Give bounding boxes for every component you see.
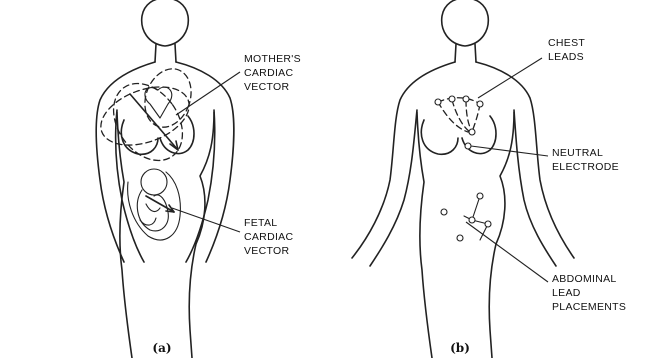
panel-b: CHEST LEADS NEUTRAL ELECTRODE ABDOMINAL …	[352, 0, 626, 358]
panel-a-caption: (a)	[152, 341, 171, 355]
mother-left-breast	[421, 120, 458, 154]
chest-leads-leader	[478, 58, 542, 98]
neutral-electrode-label-line: NEUTRAL	[552, 147, 603, 159]
mother-left-arm	[352, 62, 455, 266]
mother-right-arm	[176, 62, 234, 262]
mother-torso	[417, 112, 514, 358]
mother-heart	[145, 87, 172, 118]
fetal-vector-label-line: VECTOR	[244, 245, 289, 257]
mother-head	[142, 0, 189, 46]
chest-electrode	[449, 96, 455, 102]
fetus-limbs	[140, 204, 160, 225]
fetal-vector-leader	[172, 208, 240, 232]
abdominal-label-line: ABDOMINAL	[552, 273, 616, 285]
mother-vector-label: MOTHER'S CARDIAC VECTOR	[244, 53, 304, 93]
neutral-electrode-label: NEUTRAL ELECTRODE	[552, 147, 619, 173]
abdominal-label-line: LEAD	[552, 287, 581, 299]
chest-electrode	[463, 96, 469, 102]
fetal-vector-label-line: FETAL	[244, 217, 277, 229]
chest-lead-wires	[438, 98, 480, 132]
panel-a: MOTHER'S CARDIAC VECTOR FETAL CARDIAC VE…	[93, 0, 304, 358]
abdominal-electrode	[469, 217, 475, 223]
fetus-head	[141, 169, 167, 195]
chest-leads-label: CHEST LEADS	[548, 37, 588, 63]
chest-leads-label-line: LEADS	[548, 51, 584, 63]
abdominal-lead-wires	[464, 196, 488, 240]
mother-vector-label-line: CARDIAC	[244, 67, 293, 79]
neutral-electrode	[465, 143, 471, 149]
mother-vector-leader	[176, 72, 240, 115]
chest-leads-label-line: CHEST	[548, 37, 585, 49]
mother-vector-label-line: VECTOR	[244, 81, 289, 93]
chest-electrode	[435, 99, 441, 105]
abdominal-electrode	[457, 235, 463, 241]
mother-belly	[128, 172, 181, 240]
abdominal-electrode	[485, 221, 491, 227]
abdominal-electrode	[477, 193, 483, 199]
fetus-body	[137, 190, 168, 231]
mother-field-line	[137, 62, 199, 133]
fetal-vector-label-line: CARDIAC	[244, 231, 293, 243]
abdominal-label: ABDOMINAL LEAD PLACEMENTS	[552, 273, 626, 313]
neutral-electrode-label-line: ELECTRODE	[552, 161, 619, 173]
mother-left-breast	[121, 120, 158, 154]
mother-vector-label-line: MOTHER'S	[244, 53, 301, 65]
fetal-vector-label: FETAL CARDIAC VECTOR	[244, 217, 297, 257]
chest-electrode	[469, 129, 475, 135]
panel-b-caption: (b)	[450, 341, 470, 355]
abdominal-label-line: PLACEMENTS	[552, 301, 626, 313]
mother-head	[442, 0, 489, 46]
chest-electrode	[477, 101, 483, 107]
abdominal-electrode	[441, 209, 447, 215]
